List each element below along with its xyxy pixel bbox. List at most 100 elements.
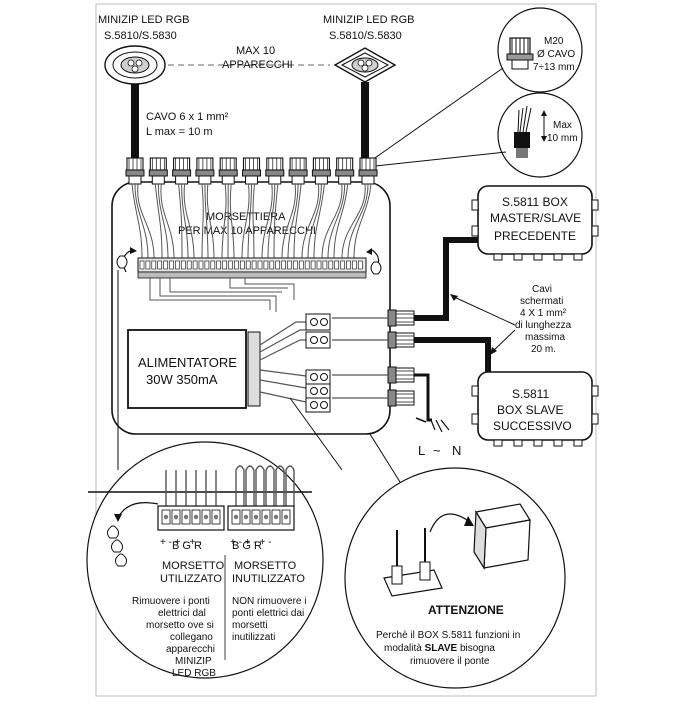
detail-wire-loops [165, 465, 295, 506]
side-cable-gland [332, 389, 415, 407]
used-note-6: MINIZIP [175, 656, 212, 667]
cable-gland [218, 157, 238, 185]
cable-gland [172, 157, 192, 185]
cable-gland [288, 157, 308, 185]
wire-run-1 [149, 278, 271, 310]
cable-gland [242, 157, 261, 185]
mains-n-label: N [452, 443, 461, 458]
attention-line-1: Perchè il BOX S.5811 funzioni in [376, 630, 520, 641]
master-slave-box [471, 185, 599, 261]
attention-line-2: modalità SLAVE bisogna [384, 643, 495, 654]
shield-note-5: massima [525, 332, 565, 343]
lamp-left-title: MINIZIP LED RGB [98, 14, 189, 26]
power-supply-rating: 30W 350mA [146, 372, 218, 387]
attention-line-3: rimuovere il ponte [410, 656, 490, 667]
unused-note-4: inutilizzati [232, 632, 275, 643]
used-note-1: Rimuovere i ponti [132, 596, 210, 607]
pin-polarity-left: + - + - + - [160, 537, 201, 548]
jumper-icon-right [370, 261, 382, 275]
cable-to-master-box [414, 237, 484, 321]
power-supply-title: ALIMENTATORE [138, 355, 237, 370]
max-fixtures-label: MAX 10 [236, 45, 275, 57]
lamp-left-code: S.5810/S.5830 [104, 30, 177, 42]
lamp-left-cable [131, 84, 139, 158]
pin-colors-left: B G R [172, 540, 202, 552]
attention-line-2-a: modalità [384, 643, 425, 654]
detail-leader-mid [289, 397, 343, 471]
shield-note-6: 20 m. [531, 344, 556, 355]
leader-line-gland [371, 67, 504, 161]
mains-l-label: L [418, 443, 425, 458]
gland-range-label: 7÷13 mm [533, 62, 575, 73]
bus-terminal-top [305, 313, 331, 349]
cable-spec-label: CAVO 6 x 1 mm² [146, 111, 229, 123]
master-box-mode: MASTER/SLAVE [490, 211, 581, 225]
used-note-5: apparecchi [166, 644, 215, 655]
slave-box-position: SUCCESSIVO [493, 419, 572, 433]
bus-terminal-bottom [305, 369, 331, 413]
side-cable-gland [332, 331, 415, 349]
cable-gland [265, 157, 285, 185]
mains-wire-ends [430, 419, 450, 433]
cable-gland [335, 157, 355, 185]
lamp-right-code: S.5810/S.5830 [329, 30, 402, 42]
shield-note-2: schermati [520, 296, 563, 307]
detail-leader-right [369, 433, 406, 491]
master-box-title: S.5811 BOX [502, 195, 568, 209]
lamp-right-title: MINIZIP LED RGB [323, 14, 414, 26]
shield-note-3: 4 X 1 mm² [520, 308, 567, 319]
strip-max-label: Max [553, 120, 572, 131]
slave-box-subtitle: BOX SLAVE [497, 403, 563, 417]
removed-jumpers-icon [106, 525, 128, 567]
gland-cable-label: Ø CAVO [537, 49, 575, 60]
unused-terminal-title-2: INUTILIZZATO [232, 573, 305, 585]
mains-tilde-label: ~ [433, 443, 441, 458]
wire-strip-detail [497, 92, 583, 178]
used-note-4: collegano [170, 632, 213, 643]
internal-wire-bundle [131, 183, 372, 259]
used-note-2: elettrici dal [158, 608, 206, 619]
lamp-right-cable [361, 82, 369, 158]
gland-thread-label: M20 [544, 36, 564, 47]
jumper-pins-icon [383, 528, 443, 597]
slave-box-title: S.5811 [512, 387, 549, 401]
lamp-left-round [104, 45, 166, 85]
remove-jumper-arrow [429, 513, 471, 533]
power-supply [127, 329, 247, 409]
cable-gland [358, 157, 378, 185]
attention-line-2-c: bisogna [457, 643, 495, 654]
lamp-right-square [333, 47, 397, 83]
cable-gland [195, 157, 215, 185]
pin-polarity-right: + - + - + - [230, 537, 271, 548]
master-box-position: PRECEDENTE [494, 229, 576, 243]
unused-note-1: NON rimuovere i [232, 596, 306, 607]
unused-note-2: ponti elettrici dai [232, 608, 304, 619]
max-fixtures-label-2: APPARECCHI [222, 59, 293, 71]
jumper-icon-left [116, 255, 128, 269]
used-note-3: morsetto ove si [146, 620, 214, 631]
used-note-7: LED RGB [172, 668, 216, 679]
page-frame [95, 3, 597, 697]
cable-gland [148, 157, 168, 185]
removed-bridge-icon [473, 503, 531, 570]
shield-leader-bottom [491, 329, 516, 353]
cable-gland [311, 157, 331, 185]
cable-glands-row [125, 157, 378, 185]
cable-length-label: L max = 10 m [146, 126, 213, 138]
slave-box [471, 371, 599, 447]
wire-run-2 [159, 278, 277, 312]
shield-leader-top [451, 295, 516, 326]
cable-gland-detail [497, 7, 583, 93]
strip-length-label: 10 mm [547, 133, 578, 144]
unused-note-3: morsetti [232, 620, 268, 631]
leader-line-strip [374, 151, 507, 167]
shield-note-1: Cavi [532, 284, 552, 295]
pin-colors-right: B G R [232, 540, 262, 552]
terminal-strip [137, 257, 367, 279]
psu-connector-block [247, 331, 261, 407]
attention-slave-keyword: SLAVE [425, 643, 458, 654]
terminal-block-title: MORSETTIERA [206, 211, 286, 223]
mains-cable [414, 373, 432, 422]
used-terminal-title: MORSETTO [162, 560, 225, 572]
